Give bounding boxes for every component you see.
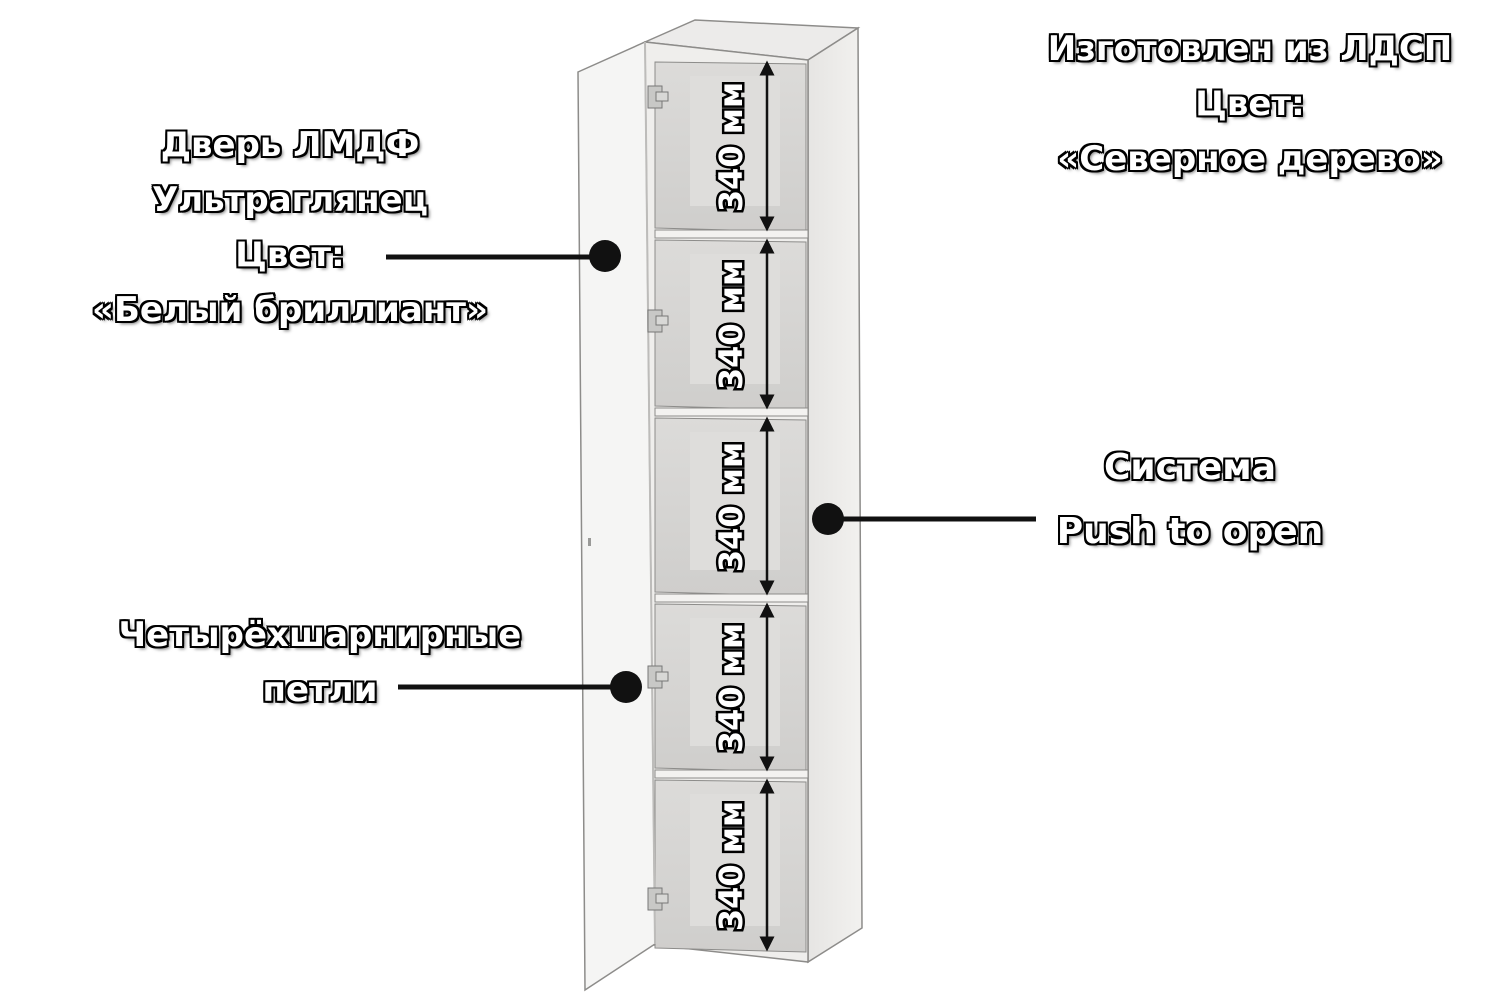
cabinet-door [577,40,656,992]
body-color-heading: Цвет: [1195,83,1306,124]
push-line-1: Система [1103,446,1276,488]
hinges-callout-text: Четырёхшарнирные петли [80,608,560,718]
door-material-line: Дверь ЛМДФ [160,124,420,165]
hinge-top [647,85,669,109]
push-to-open-mark [588,538,591,546]
door-color-heading: Цвет: [235,234,346,275]
shelf-height-label: 340 мм [712,260,750,390]
callout-hinges-pointer [398,671,642,703]
door-finish-line: Ультраглянец [151,179,428,220]
body-color-value: «Северное дерево» [1057,138,1444,179]
door-callout-text: Дверь ЛМДФ Ультраглянец Цвет: «Белый бри… [80,118,500,338]
cabinet-side-panel [807,26,863,964]
shelf-height-label: 340 мм [712,442,750,572]
material-callout-text: Изготовлен из ЛДСП Цвет: «Северное дерев… [1030,22,1470,187]
hinge-bottom [647,887,669,911]
shelf-board [654,593,809,603]
push-to-open-callout-text: Система Push to open [1040,436,1340,564]
shelf-height-label: 340 мм [712,623,750,753]
door-color-value: «Белый бриллиант» [91,289,488,330]
callout-push-pointer [812,503,1036,535]
shelf-height-label: 340 мм [712,82,750,212]
body-material-line: Изготовлен из ЛДСП [1047,28,1453,69]
callout-door-pointer [386,240,621,272]
shelf-board [654,229,809,239]
shelf-board [654,407,809,417]
shelf-board [654,769,809,779]
push-line-2: Push to open [1056,510,1324,552]
dimension-annotations: 340 мм 340 мм 340 мм 340 мм 340 мм [710,60,775,952]
hinge-lower-middle [647,665,669,689]
hinges-line-2: петли [262,669,378,710]
hinges-line-1: Четырёхшарнирные [118,614,522,655]
shelf-height-label: 340 мм [712,801,750,931]
hinge-upper-middle [647,309,669,333]
